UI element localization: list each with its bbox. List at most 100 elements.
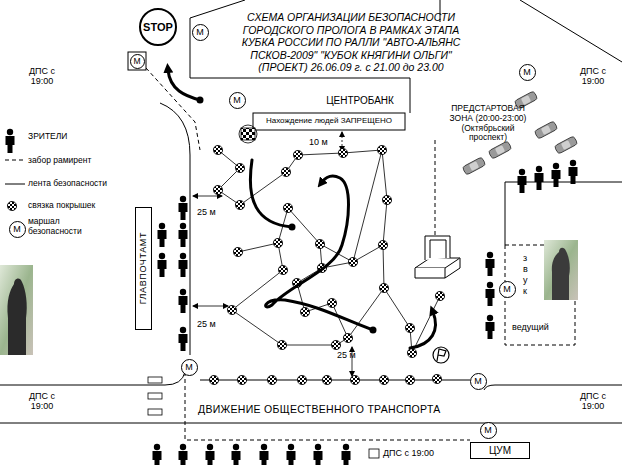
fence-line: [185, 372, 470, 440]
tire: [377, 145, 386, 154]
street-line: [505, 182, 506, 245]
tire: [213, 185, 222, 194]
street-name: ДВИЖЕНИЕ ОБЩЕСТВЕННОГО ТРАНСПОРТА: [198, 403, 441, 415]
spectator: [486, 315, 495, 339]
tire: [348, 257, 357, 266]
tape-line: [232, 150, 382, 345]
fence-line: [146, 68, 200, 150]
bus-stop: [148, 393, 162, 399]
spectator: [179, 223, 188, 247]
tire: [331, 340, 340, 349]
tire: [379, 375, 388, 384]
tire: [209, 375, 218, 384]
car: [534, 121, 558, 139]
spectator: [153, 444, 162, 465]
marshal-circle: М: [192, 24, 209, 41]
tire: [273, 238, 282, 247]
spectator: [179, 444, 188, 465]
tape-line: [218, 150, 298, 205]
finish-flag: [239, 125, 257, 143]
bus-stops: [148, 377, 379, 458]
spectator: [179, 327, 188, 351]
legend-marshal-sample: М: [9, 221, 26, 238]
host-label: ведущий: [512, 322, 549, 332]
tape-line: [322, 245, 383, 268]
legend-spectator-sample: [6, 129, 15, 153]
police-note: ДПС с 19:00: [22, 391, 62, 412]
podium-side: [415, 258, 460, 278]
monument-photo: [0, 265, 33, 355]
spectators: [6, 129, 578, 465]
flag-ring: [239, 125, 257, 143]
start-podium: [415, 236, 460, 278]
podium-arch: [430, 240, 446, 258]
tire: [227, 305, 236, 314]
legend-text: ЗРИТЕЛИ: [28, 131, 67, 141]
police-note: ДПС с 19:00: [572, 391, 614, 412]
podium-arch: [425, 236, 450, 260]
node-text: ГЛАВПОЧТАМТ: [139, 232, 148, 304]
spectator: [232, 444, 241, 465]
tire: [407, 348, 416, 357]
route-dot: [197, 97, 204, 104]
spectator: [486, 252, 495, 276]
police-note: ДПС с 19:00: [383, 448, 434, 458]
bus-stop: [148, 409, 162, 415]
marshal-circle: М: [519, 64, 536, 81]
tire: [237, 375, 246, 384]
fence-box: [505, 245, 575, 345]
tire: [432, 374, 441, 383]
monument-photo: [544, 240, 578, 300]
tire: [322, 375, 331, 384]
spectator: [158, 253, 167, 277]
tire: [327, 298, 336, 307]
restriction-note: Нахождение людей ЗАПРЕЩЕНО: [254, 116, 404, 125]
sound-label: звук: [523, 253, 531, 297]
node-text: М: [13, 225, 21, 234]
route-dot: [289, 224, 296, 231]
car: [462, 157, 486, 175]
tire: [233, 247, 242, 256]
tire: [338, 148, 347, 157]
tire: [278, 265, 287, 274]
route-line: [250, 160, 292, 227]
zone-label: ПРЕДСТАРТОВАЯ ЗОНА (20:00-23:00) (Октябр…: [442, 104, 534, 143]
fence-line: [435, 140, 436, 240]
legend-text: маршал безопасности: [28, 216, 90, 236]
dimension-label: 25 м: [197, 207, 216, 217]
legend-text: забор рамирент: [28, 155, 91, 165]
node-text: М: [185, 363, 193, 372]
marshal-circle: М: [480, 422, 497, 439]
tire: [379, 283, 388, 292]
spectator: [552, 163, 561, 187]
node-text: М: [484, 426, 492, 435]
node-text: STOP: [143, 22, 173, 33]
checkered-flag: [241, 128, 255, 140]
route-arrow: [410, 312, 435, 348]
dimension-label: 25 м: [197, 319, 216, 329]
tire: [281, 167, 290, 176]
spectator: [260, 444, 269, 465]
node-text: М: [503, 285, 511, 294]
marshal-circle: М: [181, 359, 198, 376]
flag-symbol: [437, 349, 446, 361]
tire: [350, 375, 359, 384]
tire: [293, 150, 302, 159]
marshal-circle: М: [130, 54, 145, 69]
dimension-label: 10 м: [309, 137, 328, 147]
tire: [343, 333, 352, 342]
spectator: [569, 160, 578, 184]
marshal-circle: М: [470, 373, 487, 390]
tire: [378, 240, 387, 249]
spectator: [287, 444, 296, 465]
tire: [435, 291, 444, 300]
bus-stop: [148, 377, 162, 383]
legend-tape-sample: [5, 184, 25, 185]
tire: [300, 307, 309, 316]
route-arrow: [168, 70, 200, 100]
tire: [405, 323, 414, 332]
dimension-label: 25 м: [337, 350, 356, 360]
node-text: М: [474, 377, 482, 386]
statue: [552, 248, 570, 300]
